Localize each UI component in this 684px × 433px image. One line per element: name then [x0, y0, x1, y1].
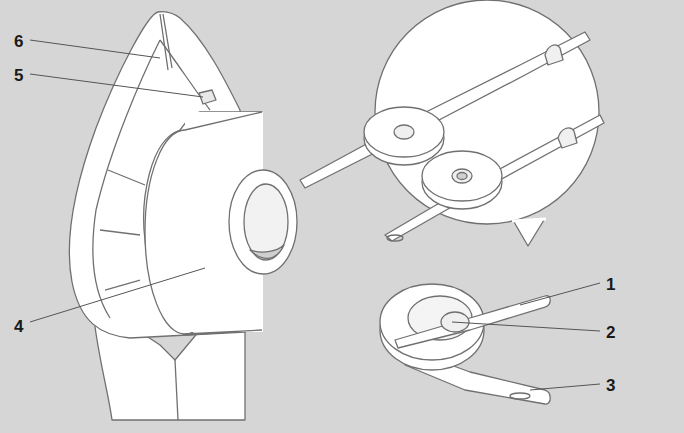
callout-number: 4	[14, 318, 23, 335]
callout-number: 3	[606, 377, 615, 394]
callout-number: 1	[606, 276, 615, 293]
leader-lines	[30, 40, 600, 390]
callout-number: 5	[14, 67, 23, 84]
callout-number: 2	[606, 324, 615, 341]
zoom-pointer	[514, 220, 544, 246]
callout-number: 6	[14, 33, 23, 50]
front-port	[229, 170, 297, 274]
